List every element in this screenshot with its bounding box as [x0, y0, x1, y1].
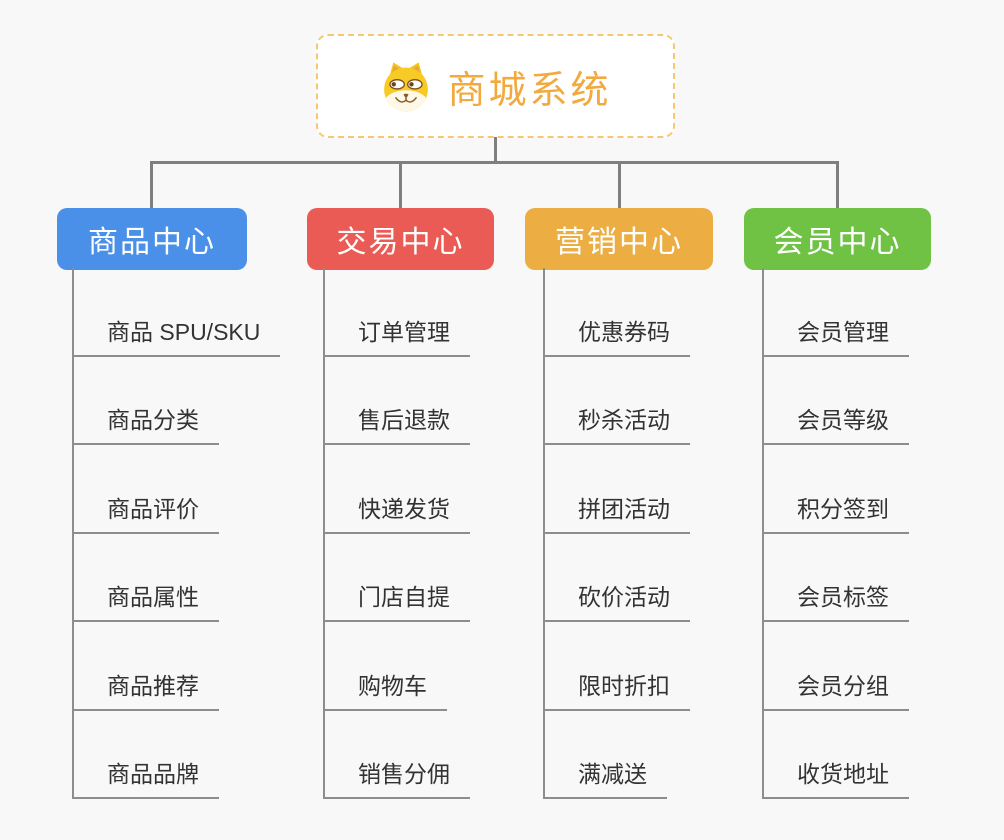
branch-header-label: 会员中心	[773, 226, 902, 259]
tree-row: 拼团活动	[545, 445, 690, 534]
child-node[interactable]: 秒杀活动	[545, 401, 690, 445]
tree-row: 商品属性	[74, 534, 280, 622]
branch-items-marketing: 优惠券码 秒杀活动 拼团活动 砍价活动 限时折扣 满减送	[543, 268, 690, 799]
tree-row: 订单管理	[325, 268, 470, 357]
child-node[interactable]: 售后退款	[325, 401, 470, 445]
tree-row: 秒杀活动	[545, 357, 690, 445]
tree-row: 满减送	[545, 711, 690, 799]
child-node[interactable]: 商品品牌	[74, 755, 219, 799]
root-node[interactable]: 商城系统	[316, 34, 675, 138]
child-node[interactable]: 会员标签	[764, 578, 909, 622]
child-node[interactable]: 限时折扣	[545, 667, 690, 711]
tree-row: 商品品牌	[74, 711, 280, 799]
tree-row: 商品分类	[74, 357, 280, 445]
tree-row: 优惠券码	[545, 268, 690, 357]
tree-row: 商品推荐	[74, 622, 280, 711]
child-node[interactable]: 优惠券码	[545, 313, 690, 357]
doge-icon	[384, 62, 429, 112]
branch-header-marketing[interactable]: 营销中心	[525, 208, 713, 270]
branch-items-trade: 订单管理 售后退款 快递发货 门店自提 购物车 销售分佣	[323, 268, 470, 799]
child-node[interactable]: 销售分佣	[325, 755, 470, 799]
child-node[interactable]: 商品 SPU/SKU	[74, 313, 281, 357]
child-node[interactable]: 会员管理	[764, 313, 909, 357]
branch-header-label: 营销中心	[555, 226, 683, 259]
child-node[interactable]: 商品属性	[74, 578, 219, 622]
child-node[interactable]: 商品评价	[74, 490, 219, 534]
connector-drop	[618, 161, 621, 208]
root-title: 商城系统	[447, 69, 612, 112]
branch-header-trade[interactable]: 交易中心	[307, 208, 494, 270]
tree-row: 会员管理	[764, 268, 909, 357]
connector-drop	[836, 161, 839, 208]
child-node[interactable]: 门店自提	[325, 578, 470, 622]
connector-drop	[150, 161, 153, 208]
child-node[interactable]: 积分签到	[764, 490, 909, 534]
connector-root-stub	[494, 137, 497, 164]
branch-header-member[interactable]: 会员中心	[744, 208, 931, 270]
child-node[interactable]: 拼团活动	[545, 490, 690, 534]
child-node[interactable]: 商品推荐	[74, 667, 219, 711]
tree-row: 商品 SPU/SKU	[74, 268, 281, 357]
branch-items-product: 商品 SPU/SKU 商品分类 商品评价 商品属性 商品推荐 商品品牌	[72, 268, 281, 799]
child-node[interactable]: 订单管理	[325, 313, 470, 357]
branch-header-label: 商品中心	[88, 226, 216, 259]
branch-items-member: 会员管理 会员等级 积分签到 会员标签 会员分组 收货地址	[762, 268, 909, 799]
tree-row: 会员标签	[764, 534, 909, 622]
child-node[interactable]: 满减送	[545, 755, 667, 799]
tree-row: 砍价活动	[545, 534, 690, 622]
tree-row: 门店自提	[325, 534, 470, 622]
tree-row: 销售分佣	[325, 711, 470, 799]
tree-row: 快递发货	[325, 445, 470, 534]
tree-row: 积分签到	[764, 445, 909, 534]
branch-header-product[interactable]: 商品中心	[57, 208, 247, 270]
connector-bus	[150, 161, 839, 164]
tree-row: 限时折扣	[545, 622, 690, 711]
tree-row: 收货地址	[764, 711, 909, 799]
tree-row: 会员分组	[764, 622, 909, 711]
tree-row: 售后退款	[325, 357, 470, 445]
tree-row: 商品评价	[74, 445, 280, 534]
child-node[interactable]: 砍价活动	[545, 578, 690, 622]
tree-row: 会员等级	[764, 357, 909, 445]
child-node[interactable]: 购物车	[325, 667, 447, 711]
child-node[interactable]: 快递发货	[325, 490, 470, 534]
child-node[interactable]: 会员等级	[764, 401, 909, 445]
connector-drop	[399, 161, 402, 208]
child-node[interactable]: 会员分组	[764, 667, 909, 711]
child-node[interactable]: 商品分类	[74, 401, 219, 445]
tree-row: 购物车	[325, 622, 470, 711]
child-node[interactable]: 收货地址	[764, 755, 909, 799]
branch-header-label: 交易中心	[336, 226, 465, 259]
